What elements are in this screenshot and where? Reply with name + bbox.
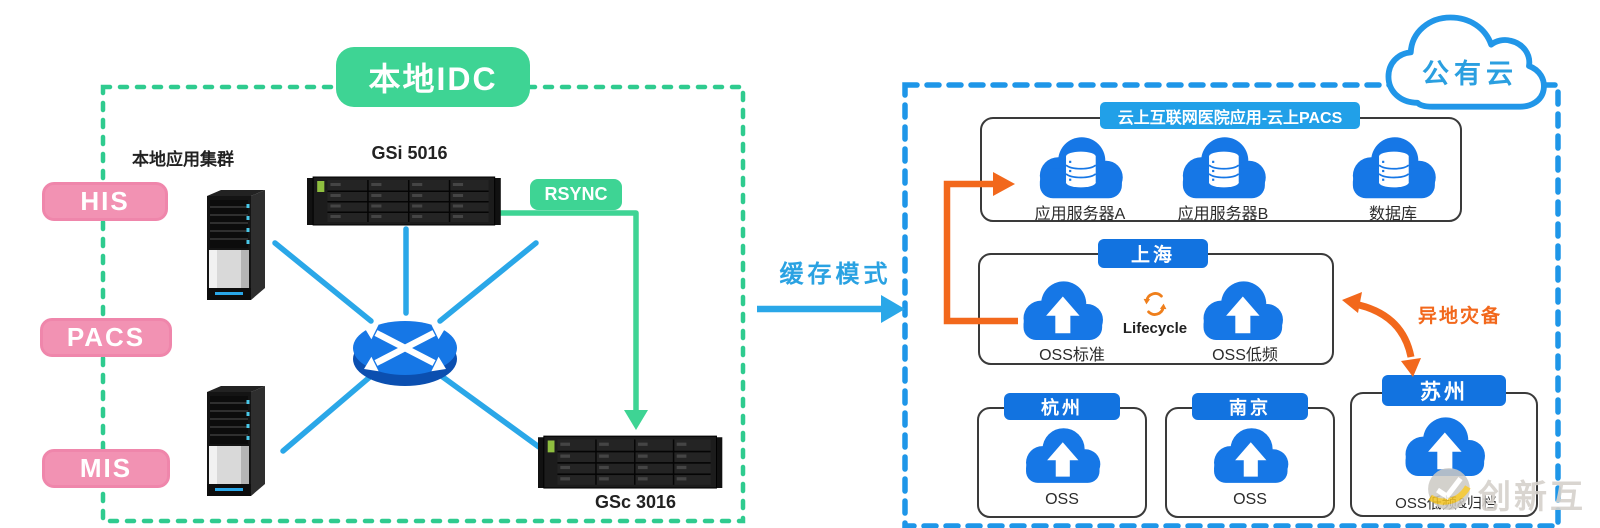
nanjing-box [1165,407,1335,518]
idc-title: 本地IDC [336,47,530,107]
hangzhou-oss-label: OSS [1045,491,1079,508]
hangzhou-header-text: 杭州 [1041,397,1083,418]
shanghai-box-header: 上海 [1098,239,1208,268]
storage-array-icon-gsc [537,435,723,489]
server-tower-icon [207,386,265,496]
rsync-arrow [500,210,648,430]
cloud-database-icon [1182,137,1266,199]
nanjing-oss-label: OSS [1233,491,1267,508]
storage-array-icon-gsi [306,176,502,226]
rsync-badge: RSYNC [530,179,622,210]
database-label: 数据库 [1368,206,1417,223]
cache-mode-label: 缓存模式 [779,261,892,288]
public-cloud-title: 公有云 [1422,59,1518,89]
suzhou-box-header: 苏州 [1382,375,1506,406]
cloud-upload-icon [1214,428,1289,483]
disaster-recovery-label: 异地灾备 [1418,306,1503,327]
nanjing-box-header: 南京 [1192,393,1308,420]
nanjing-header-text: 南京 [1229,397,1271,418]
router-icon [353,321,457,386]
public-cloud-icon [1385,14,1547,110]
watermark-label: 创新互联 [1478,478,1586,528]
cloud-upload-icon [1026,428,1101,483]
app-server-a-label: 应用服务器A [1034,206,1126,223]
idc-title-text: 本地IDC [368,61,498,97]
router-links [272,226,542,454]
pacs-header-text: 云上互联网医院应用-云上PACS [1117,109,1343,127]
lifecycle-label: Lifecycle [1122,320,1188,337]
cache-mode-arrow [757,295,905,323]
oss-ia-label: OSS低频 [1212,347,1278,364]
gsi-label: GSi 5016 [371,143,448,163]
shanghai-header-text: 上海 [1130,245,1175,266]
oss-standard-label: OSS标准 [1039,347,1105,364]
watermark-logo-icon [1428,468,1471,510]
rsync-label: RSYNC [544,184,608,204]
lifecycle-icon [1143,292,1167,316]
server-tower-icon [207,190,265,300]
cloud-database-icon [1039,137,1123,199]
pacs-label: PACS [66,322,146,352]
cloud-upload-icon [1023,281,1103,340]
mis-label: MIS [79,453,133,483]
his-label: HIS [80,186,130,216]
hangzhou-box-header: 杭州 [1004,393,1120,420]
hangzhou-box [977,407,1147,518]
idc-dashed-border [100,84,746,524]
app-server-b-label: 应用服务器B [1177,206,1269,223]
system-badge-mis: MIS [42,449,170,488]
gsc-label: GSc 3016 [594,492,677,512]
public-cloud-dashed-border [902,82,1561,528]
system-badge-pacs: PACS [40,318,172,357]
cloud-upload-icon [1203,281,1283,340]
suzhou-header-text: 苏州 [1420,380,1468,404]
cluster-label: 本地应用集群 [132,150,234,169]
cloud-database-icon [1352,137,1436,199]
system-badge-his: HIS [42,182,168,221]
pacs-apps-box-header: 云上互联网医院应用-云上PACS [1100,102,1360,129]
